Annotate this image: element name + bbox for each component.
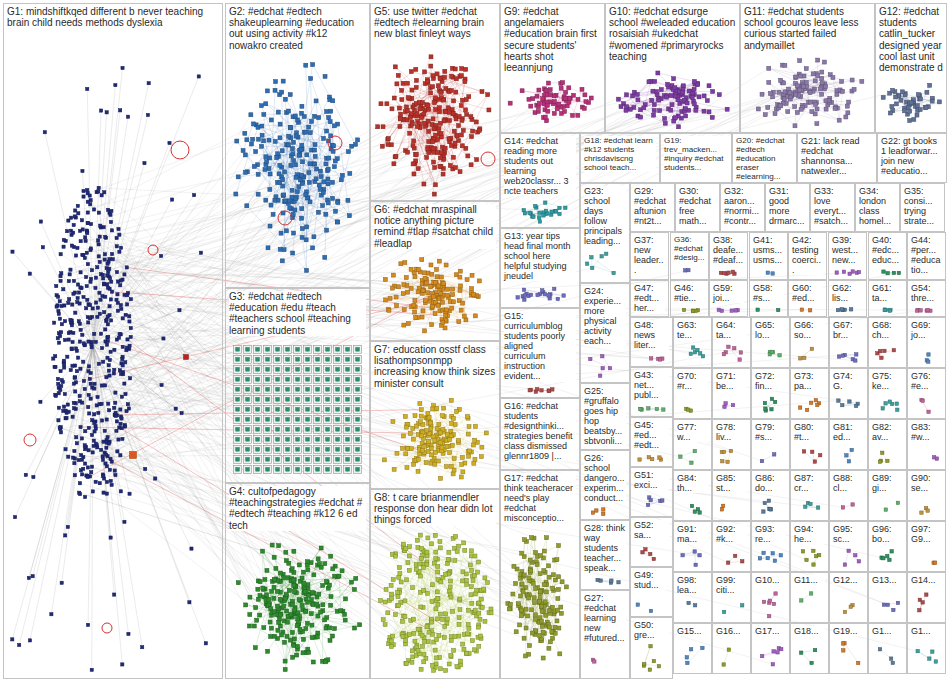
network-canvas: G1: mindshiftkqed different b never teac… [0,0,950,688]
